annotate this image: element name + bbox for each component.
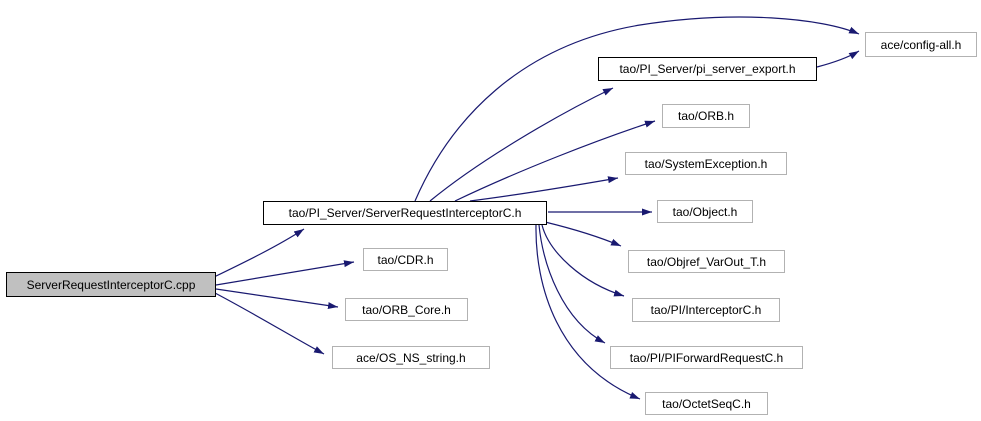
edge-pi-server-export-to-config-all xyxy=(816,50,860,68)
edge-main-header-to-config-all xyxy=(414,16,860,202)
edge-main-header-to-objref-varout xyxy=(544,221,622,247)
edge-root-to-main-header xyxy=(213,228,305,278)
node-tao-orb-h: tao/ORB.h xyxy=(662,104,750,128)
edge-main-header-to-pi-server-export xyxy=(429,87,614,202)
edge-main-header-to-orb xyxy=(454,120,656,202)
edge-main-header-to-system-exception xyxy=(469,176,619,202)
node-pi-server-export-h[interactable]: tao/PI_Server/pi_server_export.h xyxy=(598,57,817,81)
node-serverrequestinterceptorc-cpp: ServerRequestInterceptorC.cpp xyxy=(6,272,216,297)
edge-main-header-to-pi-forward-request xyxy=(538,224,606,344)
node-ace-config-all-h: ace/config-all.h xyxy=(865,32,977,57)
node-ace-os-ns-string-h: ace/OS_NS_string.h xyxy=(332,346,490,369)
node-tao-octetseqc-h: tao/OctetSeqC.h xyxy=(645,392,768,415)
node-tao-pi-piforwardrequestc-h: tao/PI/PIForwardRequestC.h xyxy=(610,346,803,369)
node-tao-systemexception-h: tao/SystemException.h xyxy=(625,152,787,175)
node-tao-object-h: tao/Object.h xyxy=(657,200,753,223)
node-pi-server-serverrequestinterceptorc-h[interactable]: tao/PI_Server/ServerRequestInterceptorC.… xyxy=(263,201,547,225)
node-tao-orb-core-h: tao/ORB_Core.h xyxy=(345,298,468,321)
edge-root-to-cdr xyxy=(215,260,355,286)
edge-main-header-to-pi-interceptor xyxy=(541,224,625,297)
node-tao-cdr-h: tao/CDR.h xyxy=(363,248,448,271)
edge-root-to-orb-core xyxy=(215,288,339,310)
edge-main-header-to-octet-seq xyxy=(535,224,641,400)
node-tao-pi-interceptorc-h: tao/PI/InterceptorC.h xyxy=(632,298,780,322)
edge-root-to-os-ns-string xyxy=(214,292,325,355)
node-tao-objref-varout-t-h: tao/Objref_VarOut_T.h xyxy=(628,250,785,273)
